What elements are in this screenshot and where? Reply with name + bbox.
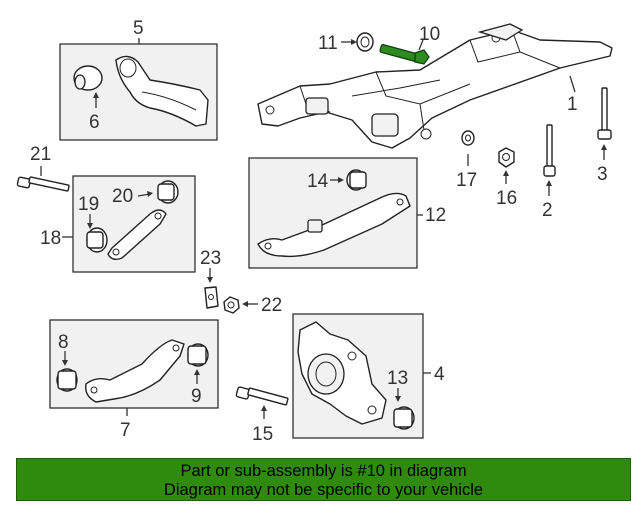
part-22-nut[interactable] <box>223 296 240 314</box>
callout-19: 19 <box>78 194 99 215</box>
part-3-bolt[interactable] <box>597 87 612 140</box>
callout-3: 3 <box>597 164 608 185</box>
callout-22: 22 <box>261 295 282 316</box>
part-21-bolt[interactable] <box>16 176 70 192</box>
part-9-bushing[interactable] <box>187 343 209 367</box>
callout-10: 10 <box>419 24 440 45</box>
assembly-box-4 <box>292 313 424 439</box>
callout-7: 7 <box>120 420 131 441</box>
callout-18: 18 <box>40 228 61 249</box>
fitment-notice-banner: Part or sub-assembly is #10 in diagram D… <box>16 458 631 501</box>
part-17-washer[interactable] <box>461 130 475 146</box>
part-23-bracket[interactable] <box>204 286 219 309</box>
part-19-bushing[interactable] <box>86 227 108 253</box>
callout-21: 21 <box>30 144 51 165</box>
part-13-bushing[interactable] <box>393 406 415 430</box>
part-11-bushing[interactable] <box>356 32 374 52</box>
assembly-box-12 <box>248 157 418 269</box>
part-8-bushing[interactable] <box>56 368 78 392</box>
callout-13: 13 <box>387 368 408 389</box>
assembly-box-18 <box>72 175 196 273</box>
subframe-crossmember <box>257 23 613 149</box>
callout-8: 8 <box>58 332 69 353</box>
part-10-bolt-highlighted[interactable] <box>379 44 430 65</box>
leader-lines <box>40 38 607 419</box>
callout-2: 2 <box>542 200 553 221</box>
callout-16: 16 <box>496 188 517 209</box>
callout-14: 14 <box>307 171 329 192</box>
callout-9: 9 <box>191 386 202 407</box>
callout-6: 6 <box>89 112 100 133</box>
callout-labels: 1 2 3 4 5 6 7 8 9 10 11 12 13 14 15 16 1… <box>30 18 608 445</box>
part-20-bushing[interactable] <box>157 180 179 204</box>
banner-line-part-reference: Part or sub-assembly is #10 in diagram <box>180 462 467 480</box>
banner-line-disclaimer: Diagram may not be specific to your vehi… <box>163 481 484 499</box>
callout-11: 11 <box>318 33 338 54</box>
part-15-bolt[interactable] <box>235 386 289 406</box>
part-14-bushing[interactable] <box>346 169 367 191</box>
part-6-bushing[interactable] <box>73 65 103 91</box>
callout-20: 20 <box>112 186 133 207</box>
callout-1: 1 <box>567 94 578 115</box>
assembly-box-5 <box>59 43 218 141</box>
part-2-bolt[interactable] <box>543 124 556 177</box>
callout-15: 15 <box>252 424 273 445</box>
part-16-nut[interactable] <box>498 147 515 168</box>
callout-5: 5 <box>133 18 144 39</box>
callout-12: 12 <box>425 205 446 226</box>
assembly-box-7 <box>49 319 219 409</box>
callout-17: 17 <box>456 170 477 191</box>
callout-4: 4 <box>434 364 445 385</box>
callout-23: 23 <box>200 248 221 269</box>
